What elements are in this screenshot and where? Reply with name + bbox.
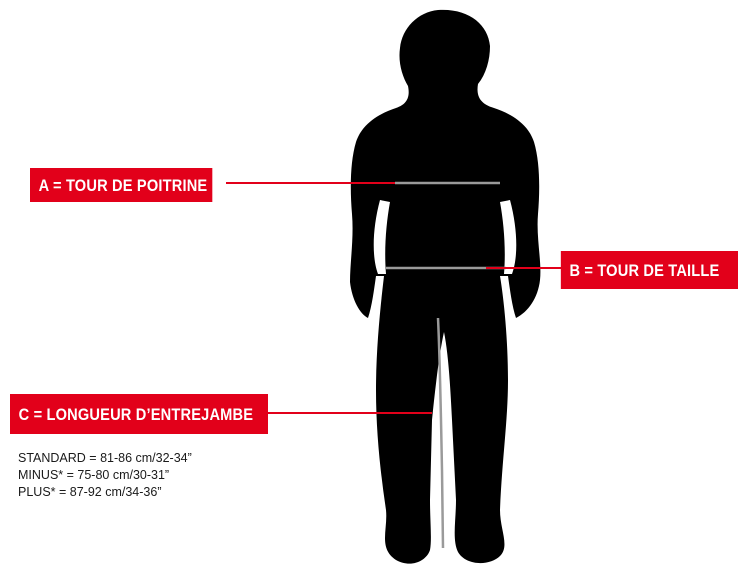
size-plus: PLUS* = 87-92 cm/34-36” (18, 484, 192, 501)
inseam-label: C = LONGUEUR D’ENTREJAMBE (10, 394, 268, 434)
inseam-measure-line (438, 318, 443, 548)
inseam-size-list: STANDARD = 81-86 cm/32-34” MINUS* = 75-8… (18, 450, 192, 501)
silhouette-body (350, 10, 540, 564)
waist-label: B = TOUR DE TAILLE (561, 251, 738, 289)
size-minus: MINUS* = 75-80 cm/30-31” (18, 467, 192, 484)
chest-label: A = TOUR DE POITRINE (30, 168, 212, 202)
size-standard: STANDARD = 81-86 cm/32-34” (18, 450, 192, 467)
